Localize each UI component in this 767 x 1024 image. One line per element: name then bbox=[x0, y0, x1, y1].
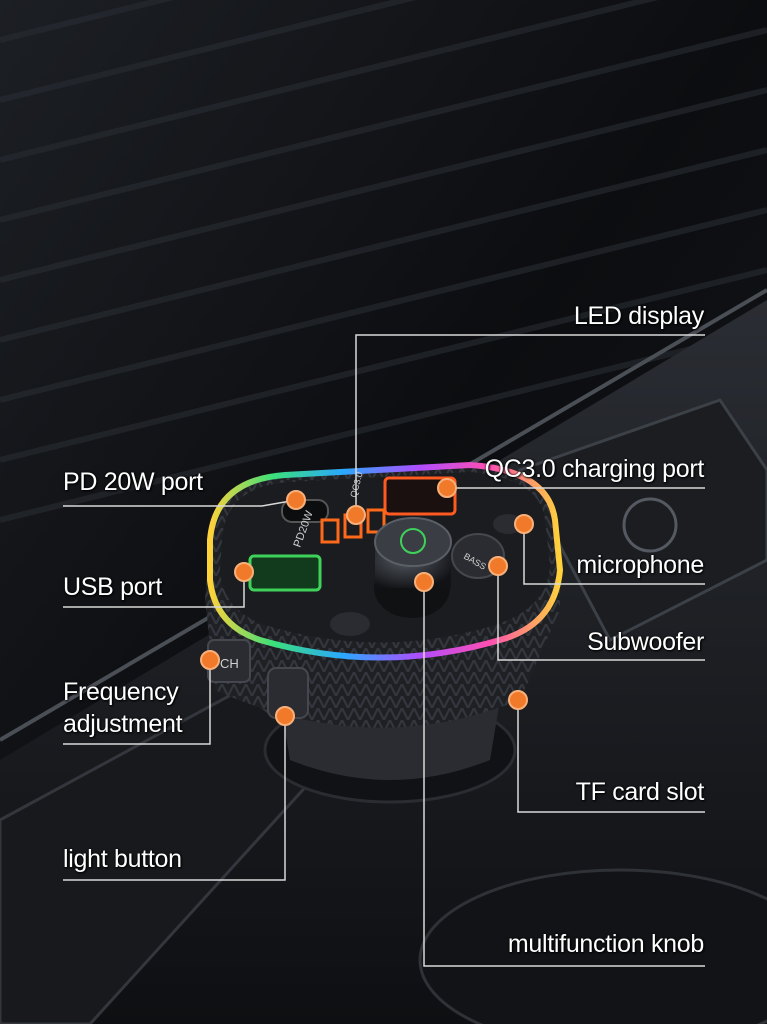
callout-dot-pd20w-port bbox=[286, 490, 306, 510]
callout-label-multifunction-knob: multifunction knob bbox=[507, 930, 704, 958]
callout-label-microphone: microphone bbox=[576, 551, 704, 579]
callout-line-multifunction-knob bbox=[423, 582, 705, 967]
callout-dot-light-button bbox=[275, 706, 295, 726]
background-slats bbox=[0, 0, 767, 523]
multifunction-knob-shape bbox=[374, 517, 452, 618]
console-cupholder bbox=[0, 688, 333, 1024]
callout-line-microphone bbox=[523, 524, 705, 585]
callout-dot-subwoofer bbox=[488, 556, 508, 576]
callout-label-frequency-adjustment: Frequency adjustment bbox=[63, 678, 183, 738]
callout-dot-led-display bbox=[346, 505, 366, 525]
callout-line-tf-card-slot bbox=[517, 700, 705, 813]
callout-line-subwoofer bbox=[497, 566, 705, 661]
callout-dots bbox=[200, 478, 534, 726]
callout-dot-frequency-adjustment bbox=[200, 650, 220, 670]
rgb-light-ring bbox=[207, 461, 564, 661]
usb-port-shape bbox=[248, 554, 322, 592]
ch-marking: CH bbox=[220, 656, 239, 671]
cup-holder-ring bbox=[418, 868, 767, 1024]
callout-label-subwoofer: Subwoofer bbox=[587, 628, 704, 656]
callout-line-frequency-adjustment bbox=[63, 660, 211, 745]
callout-dot-microphone bbox=[514, 514, 534, 534]
parking-icon bbox=[622, 497, 678, 553]
callout-label-usb-port: USB port bbox=[63, 573, 163, 601]
phone-tray bbox=[517, 398, 767, 643]
callout-line-light-button bbox=[63, 716, 286, 881]
callout-label-pd20w-port: PD 20W port bbox=[63, 468, 203, 496]
callout-line-usb-port bbox=[63, 572, 245, 608]
callout-label-qc30-port: QC3.0 charging port bbox=[484, 455, 705, 483]
callout-dot-usb-port bbox=[234, 562, 254, 582]
callout-label-led-display: LED display bbox=[573, 302, 704, 330]
callout-dot-qc30-port bbox=[437, 478, 457, 498]
callout-dot-multifunction-knob bbox=[414, 572, 434, 592]
callout-line-led-display bbox=[355, 334, 705, 515]
callout-label-tf-card-slot: TF card slot bbox=[575, 778, 705, 806]
callout-dot-tf-card-slot bbox=[508, 690, 528, 710]
small-speaker-grille bbox=[330, 612, 370, 636]
callout-label-light-button: light button bbox=[63, 845, 182, 873]
callout-line-pd20w-port bbox=[63, 499, 297, 507]
